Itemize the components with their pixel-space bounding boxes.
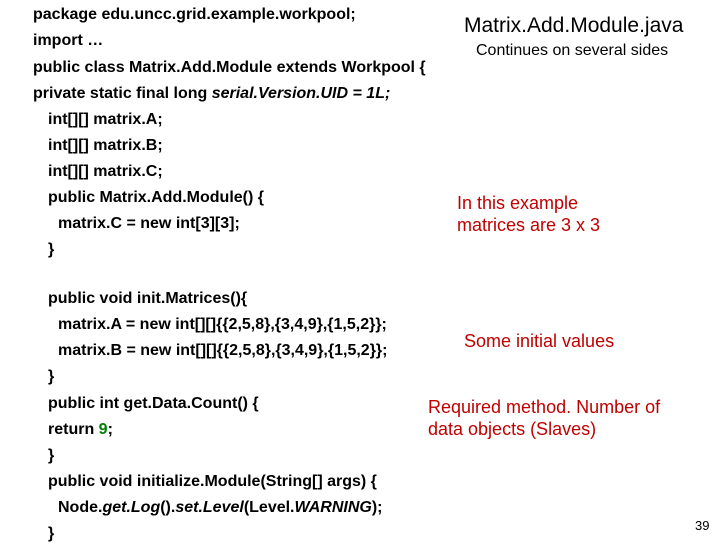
slide-subtitle: Continues on several sides — [476, 42, 669, 59]
code-line: public class Matrix.Add.Module extends W… — [33, 59, 426, 76]
code-line: int[][] matrix.A; — [48, 111, 163, 128]
code-line: } — [48, 241, 55, 258]
code-line: } — [48, 447, 55, 464]
code-line: matrix.A = new int[][]{{2,5,8},{3,4,9},{… — [58, 316, 387, 333]
code-line: return 9; — [48, 417, 113, 443]
code-line: Node.get.Log().set.Level(Level.WARNING); — [58, 495, 382, 521]
code-text-italic: get.Log — [102, 499, 161, 516]
code-text: Node. — [58, 499, 103, 516]
slide-title: Matrix.Add.Module.java — [464, 14, 684, 37]
code-text: (). — [160, 499, 176, 516]
code-line: package edu.uncc.grid.example.workpool; — [33, 6, 356, 23]
note-initial-values: Some initial values — [464, 331, 615, 351]
code-line: int[][] matrix.C; — [48, 163, 163, 180]
note-required-method: Required method. Number of data objects … — [428, 397, 661, 439]
code-line: int[][] matrix.B; — [48, 137, 163, 154]
code-text: ; — [107, 421, 113, 438]
code-line: } — [48, 525, 55, 542]
code-line: matrix.C = new int[3][3]; — [58, 215, 240, 232]
code-line: import … — [33, 32, 104, 49]
code-literal: 9 — [98, 421, 108, 438]
code-line: public int get.Data.Count() { — [48, 395, 259, 412]
code-line: } — [48, 368, 55, 385]
note-matrix-size: In this example matrices are 3 x 3 — [457, 193, 601, 235]
code-text-italic: serial.Version.UID = 1L; — [211, 85, 391, 102]
code-line: public void init.Matrices(){ — [48, 290, 248, 307]
code-text: return — [48, 421, 99, 438]
code-text-italic: WARNING — [294, 499, 372, 516]
code-line: matrix.B = new int[][]{{2,5,8},{3,4,9},{… — [58, 342, 388, 359]
code-text: ); — [371, 499, 383, 516]
page-number: 39 — [695, 518, 710, 533]
code-text: private static final long — [33, 85, 212, 102]
code-text: (Level. — [243, 499, 295, 516]
code-line: private static final long serial.Version… — [33, 81, 390, 107]
code-line: public void initialize.Module(String[] a… — [48, 473, 377, 490]
code-text-italic: set.Level — [175, 499, 244, 516]
code-line: public Matrix.Add.Module() { — [48, 189, 264, 206]
